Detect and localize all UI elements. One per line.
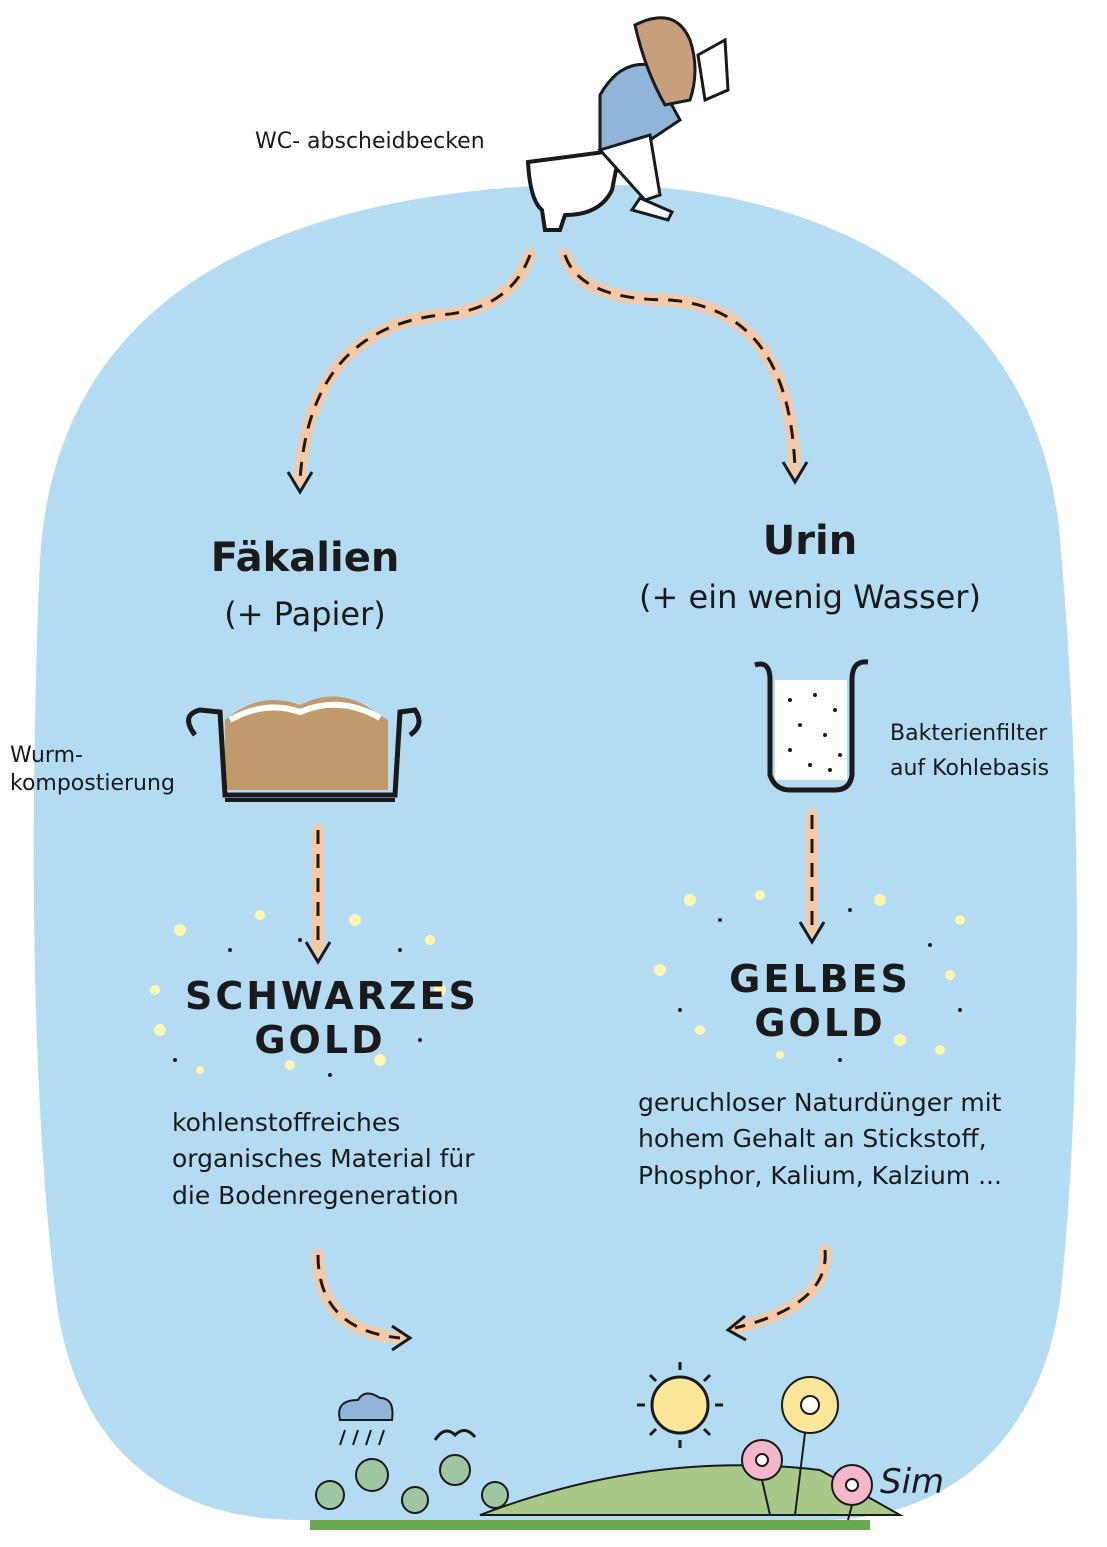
feces-title: Fäkalien [190,535,420,581]
toilet-label: WC- abscheidbecken [255,128,485,157]
yellow-gold-line2: GOLD [720,1002,920,1046]
yellow-gold-description: geruchloser Naturdünger mit hohem Gehalt… [638,1085,1028,1194]
black-gold-line2: GOLD [185,1019,455,1063]
yellow-gold-line1: GELBES [720,958,920,1002]
background-blob [34,184,1077,1520]
process-filter-line2: auf Kohlebasis [890,755,1049,784]
black-gold-description: kohlenstoffreiches organisches Material … [172,1105,502,1214]
urine-title: Urin [700,518,920,564]
artist-signature: Sim [880,1462,944,1502]
process-vermicompost-line1: Wurm- [10,742,83,771]
process-filter-line1: Bakterienfilter [890,720,1047,749]
filter-beaker-icon [755,662,868,790]
black-gold-line1: SCHWARZES [185,975,455,1019]
urine-subtitle: (+ ein wenig Wasser) [610,578,1010,616]
process-vermicompost-line2: kompostierung [10,770,175,799]
feces-subtitle: (+ Papier) [190,595,420,633]
